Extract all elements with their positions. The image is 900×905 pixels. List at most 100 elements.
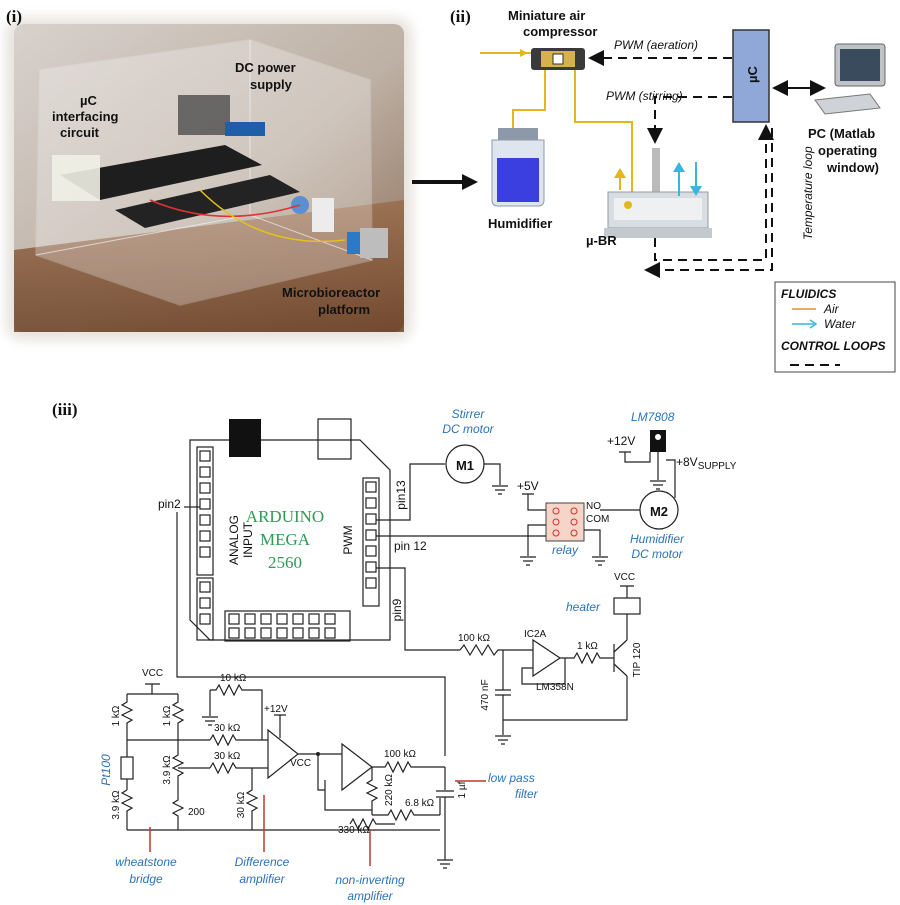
temperature-loop-b — [644, 128, 773, 278]
resistor-220k — [365, 767, 379, 815]
r30k-b-label: 30 kΩ — [214, 751, 241, 762]
bioreactor-icon — [604, 148, 712, 238]
lm7808-regulator — [650, 430, 666, 452]
r200-label: 200 — [188, 807, 205, 818]
pwm-stirring-line — [647, 96, 732, 144]
ground-relay-b — [592, 556, 608, 566]
wire-relay-gnd-a — [527, 524, 546, 556]
resistor-68k — [372, 808, 440, 822]
panel-label-ii: (ii) — [450, 7, 471, 26]
ground-relay-a — [520, 556, 536, 566]
wire-relay-gnd-b — [584, 529, 601, 556]
pt100-label: Pt100 — [99, 754, 113, 786]
pt100-sensor — [120, 756, 134, 780]
resistor-39k-b — [171, 740, 185, 790]
capacitor-1uf — [436, 790, 454, 798]
resistor-30k-b — [209, 761, 268, 775]
r10k-label: 10 kΩ — [220, 673, 247, 684]
v12-label-a: +12V — [607, 434, 635, 448]
panel-label-i: (i) — [6, 7, 22, 26]
ground-reg — [650, 480, 666, 490]
r30k-a-label: 30 kΩ — [214, 723, 241, 734]
resistor-39k-a — [120, 789, 134, 830]
relay-box — [545, 502, 585, 542]
arduino-board — [189, 439, 391, 641]
wire-pin2 — [176, 512, 446, 756]
pwm-header — [362, 477, 380, 607]
c470-label: 470 nF — [480, 679, 491, 710]
lm7808-label: LM7808 — [631, 410, 675, 424]
panel-arrow-head — [462, 174, 478, 190]
uc-label: µC — [745, 66, 760, 83]
c1u-label: 1 µf — [457, 781, 468, 798]
transistor-tip120 — [613, 639, 628, 677]
r68k-label: 6.8 kΩ — [405, 798, 435, 809]
legend-air: Air — [823, 302, 840, 316]
capacitor-470nf — [495, 689, 511, 696]
opamp-ic2a — [532, 638, 562, 678]
resistor-330k — [349, 817, 395, 831]
pin12-label: pin 12 — [394, 539, 427, 553]
motor-m2 — [639, 490, 679, 530]
r1k-label: 1 kΩ — [577, 641, 598, 652]
legend-water: Water — [824, 317, 857, 331]
r1k-a-label: 1 kΩ — [111, 705, 122, 726]
resistor-200 — [171, 790, 185, 830]
compressor-icon — [531, 48, 585, 70]
wire-pin9 — [376, 567, 460, 651]
resistor-1k-base — [560, 651, 614, 665]
air-to-bioreactor — [574, 70, 633, 195]
pwm-stirring-label: PWM (stirring) — [606, 89, 683, 103]
humidifier-label: Humidifier — [488, 216, 552, 231]
wire-12v-reg — [619, 451, 651, 463]
r39k-a-label: 3.9 kΩ — [111, 790, 122, 820]
r330k-label: 330 kΩ — [338, 825, 370, 836]
digital-header — [224, 610, 351, 642]
r39k-b-label: 3.9 kΩ — [162, 755, 173, 785]
tip120-label: TIP 120 — [632, 642, 643, 677]
temperature-loop-label: Temperature loop — [801, 146, 815, 240]
pin2-label: pin2 — [158, 497, 181, 511]
relay-no: NO — [586, 501, 601, 512]
resistor-1k-a — [120, 694, 134, 740]
wire-reg-out — [666, 459, 676, 490]
pc-icon — [814, 43, 886, 115]
bioreactor-label: µ-BR — [586, 233, 617, 248]
legend-fluidics: FLUIDICS — [781, 287, 836, 301]
analog-label: ANALOGINPUT — [227, 515, 255, 565]
pin9-label: pin9 — [390, 598, 404, 621]
vcc-heater-label: VCC — [614, 572, 635, 583]
r1k-b-label: 1 kΩ — [162, 705, 173, 726]
resistor-100k-b — [372, 760, 445, 774]
usb-connector — [229, 419, 261, 457]
difference-amplifier — [267, 728, 299, 780]
m2-label: M2 — [650, 504, 668, 519]
relay-com: COM — [586, 514, 609, 525]
vcc-bridge-label: VCC — [142, 668, 163, 679]
pin13-label: pin13 — [394, 480, 408, 510]
r30k-c-label: 30 kΩ — [236, 791, 247, 818]
legend: FLUIDICS Air Water CONTROL LOOPS — [774, 281, 896, 373]
pwm-label: PWM — [341, 525, 355, 554]
m1-label: M1 — [456, 458, 474, 473]
wire-5v — [522, 493, 546, 511]
vcc-amp-label: VCC — [290, 758, 311, 769]
ground-heater — [495, 735, 511, 745]
ic2a-label: IC2A — [524, 629, 547, 640]
relay-label: relay — [552, 543, 579, 557]
ground-10k — [202, 716, 218, 726]
wire-m1-gnd — [484, 463, 501, 485]
ground-filter — [437, 859, 453, 869]
ground-m1 — [492, 485, 508, 495]
